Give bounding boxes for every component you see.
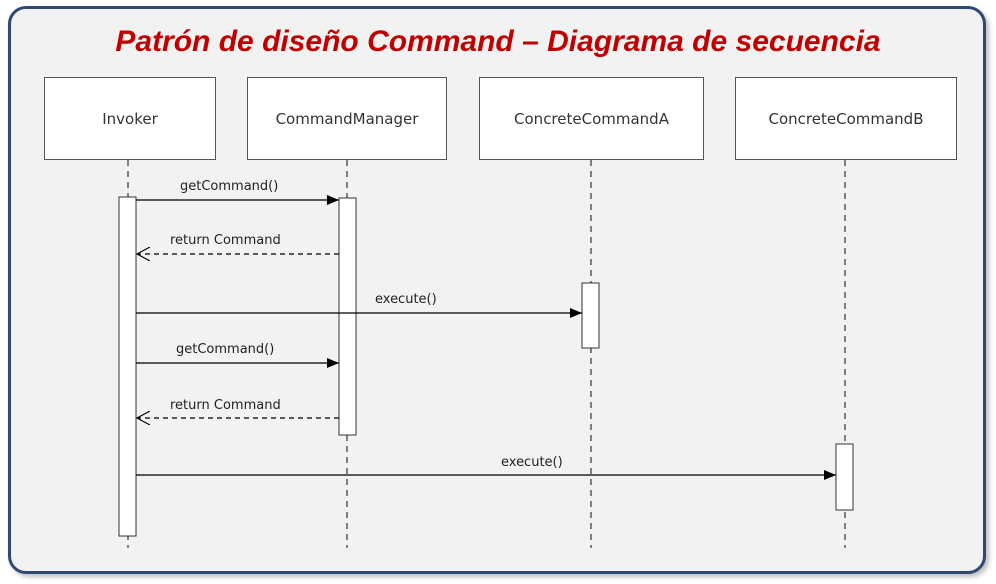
- activation-invoker: [118, 196, 137, 537]
- message-label-execute-b: execute(): [501, 455, 563, 470]
- message-label-get-command-2: getCommand(): [176, 342, 274, 357]
- activation-concrete-command-b: [835, 443, 854, 511]
- participant-invoker: Invoker: [44, 77, 216, 160]
- message-label-return-command-1: return Command: [170, 233, 281, 248]
- message-label-execute-a: execute(): [375, 292, 437, 307]
- diagram-title: Patrón de diseño Command – Diagrama de s…: [115, 25, 881, 58]
- activation-concrete-command-a: [581, 282, 600, 349]
- message-label-get-command-1: getCommand(): [180, 179, 278, 194]
- message-label-return-command-2: return Command: [170, 398, 281, 413]
- activation-command-manager: [338, 197, 357, 436]
- participant-concrete-command-a: ConcreteCommandA: [479, 77, 704, 160]
- participant-concrete-command-b: ConcreteCommandB: [735, 77, 957, 160]
- participant-command-manager: CommandManager: [247, 77, 447, 160]
